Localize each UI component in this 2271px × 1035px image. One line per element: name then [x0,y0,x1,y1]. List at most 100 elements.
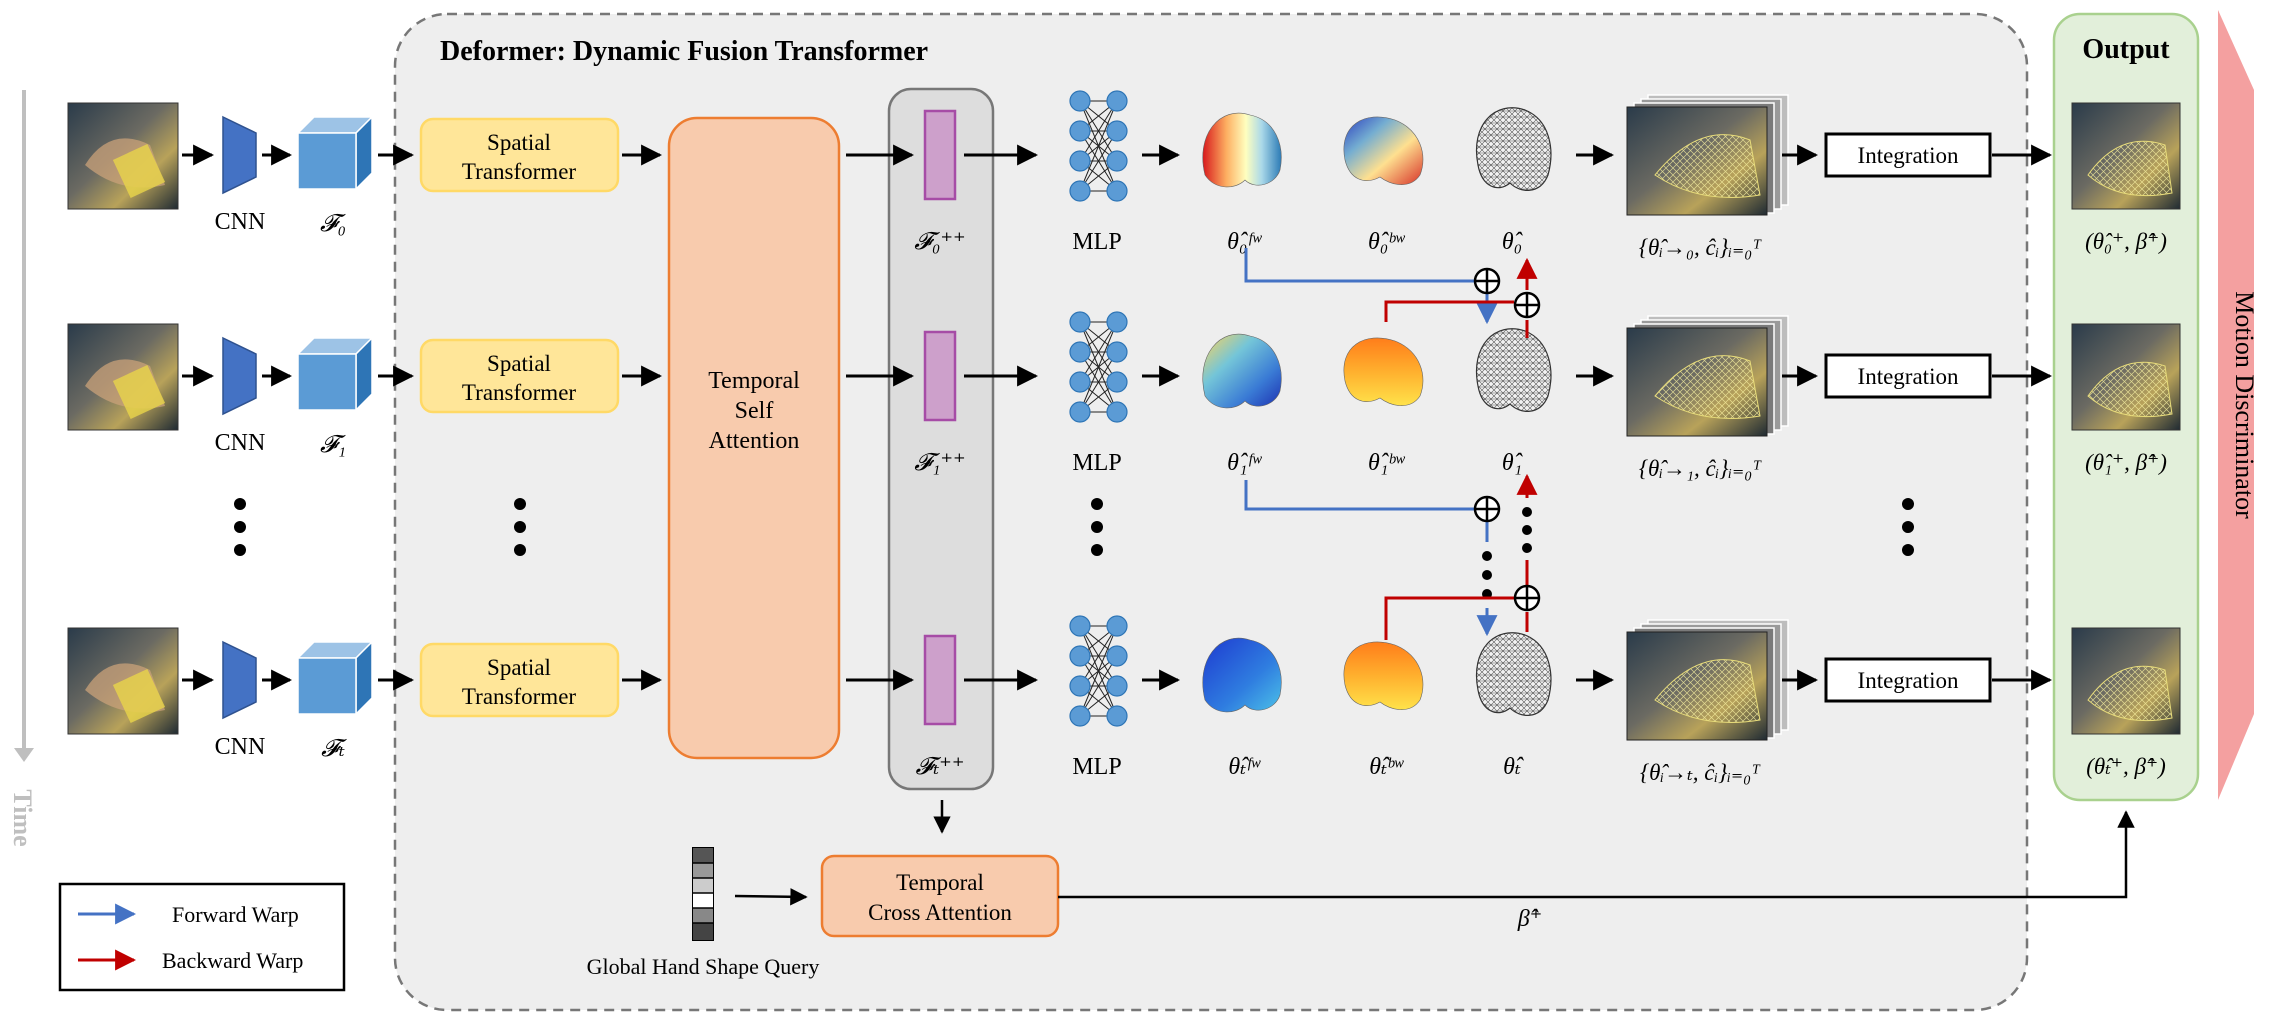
beta-plus-label: β̂⁺ [1517,906,1543,932]
warped-frame-stack [1626,94,1789,216]
temporal-cross-attention-line1: Temporal [896,870,984,895]
warped-set-label: {θ̂ᵢ→₁, ĉᵢ}ᵢ₌₀ᵀ [1639,456,1762,481]
fusion-token [923,634,957,726]
feature-cube-front [297,657,357,715]
fusion-token [923,109,957,201]
mlp-network [1069,90,1128,202]
integration-block [1824,353,1992,399]
output-mesh-overlay [2087,140,2173,197]
spatial-transformer-line2: Transformer [462,380,576,405]
cnn-encoder [222,336,257,416]
mesh-hand [1476,632,1552,716]
mlp-label: MLP [1072,754,1121,780]
integration-label: Integration [1858,364,1959,389]
backward-warp-label: θ̂ₜᵇʷ [1369,754,1404,780]
temporal-self-attention-line2: Self [735,398,774,424]
motion-discriminator [2218,10,2254,800]
spatial-transformer-block [419,642,620,718]
fusion-token [923,330,957,422]
backward-warp-heatmap-hand [1343,116,1424,185]
mlp-network [1069,615,1128,727]
temporal-self-attention-line3: Attention [709,428,800,454]
spatial-transformer-line1: Spatial [487,130,551,155]
object-shape [112,668,166,724]
backward-warp-heatmap-hand [1343,641,1424,710]
object-shape [112,364,166,420]
query-to-cross-attention-arrow [734,888,808,906]
warped-set-label: {θ̂ᵢ→ₜ, ĉᵢ}ᵢ₌₀ᵀ [1640,760,1761,785]
beta-to-output-arrow [1058,810,2135,899]
spatial-transformer-block [419,117,620,193]
integration-label: Integration [1858,143,1959,168]
output-mesh-overlay [2087,361,2173,418]
feature-label: 𝓕₁ [320,432,346,458]
temporal-self-attention-block [667,116,841,760]
time-label: Time [8,789,37,846]
forward-warp-link [1244,480,1487,511]
mlp-label: MLP [1072,229,1121,255]
warp-connections [1244,248,1541,640]
mesh-hand [1476,328,1552,412]
feature-cube-front [297,132,357,190]
fusion-token-column [887,87,995,791]
legend-backward-label: Backward Warp [162,948,303,973]
temporal-self-attention-line1: Temporal [708,368,800,394]
spatial-transformer-line2: Transformer [462,159,576,184]
global-hand-shape-query-label: Global Hand Shape Query [587,954,820,979]
forward-warp-heatmap-hand [1202,112,1282,188]
global-hand-shape-query-tokens [692,847,714,941]
output-pose-label: (θ̂ₜ⁺, β̂⁺) [2086,754,2166,779]
temporal-cross-attention-line2: Cross Attention [868,900,1012,925]
mlp-network [1069,311,1128,423]
time-axis-arrowhead [14,748,34,762]
feature-cube-front [297,353,357,411]
warped-set-label: {θ̂ᵢ→₀, ĉᵢ}ᵢ₌₀ᵀ [1639,235,1762,260]
output-pose-label: (θ̂₁⁺, β̂⁺) [2085,450,2167,475]
cnn-encoder [222,640,257,720]
forward-warp-label: θ̂₁ᶠʷ [1227,450,1262,476]
mesh-label: θ̂ₜ [1503,754,1524,780]
feature-label: 𝓕₀ [320,211,346,237]
spatial-transformer-line1: Spatial [487,351,551,376]
spatial-transformer-block [419,338,620,414]
forward-warp-label: θ̂ₜᶠʷ [1228,754,1261,780]
output-pose-label: (θ̂₀⁺, β̂⁺) [2085,229,2167,254]
warped-frame-stack [1626,619,1789,741]
backward-warp-label: θ̂₁ᵇʷ [1368,450,1406,476]
forward-warp-link [1244,248,1487,283]
legend-box [58,882,346,992]
object-shape [112,143,166,199]
fusion-token-label: 𝓕₀⁺⁺ [914,229,965,255]
forward-warp-heatmap-hand [1202,637,1282,713]
ellipsis-dots [234,498,1914,556]
deformer-title: Deformer: Dynamic Fusion Transformer [440,36,928,67]
cnn-label: CNN [215,209,266,235]
fusion-token-label: 𝓕₁⁺⁺ [914,450,965,476]
backward-warp-link [1384,596,1514,640]
output-title: Output [2082,34,2170,65]
integration-block [1824,657,1992,703]
mesh-label: θ̂₁ [1502,450,1523,476]
mlp-label: MLP [1072,450,1121,476]
mesh-label: θ̂₀ [1502,229,1523,255]
warped-frame-stack [1626,315,1789,437]
integration-block [1824,132,1992,178]
backward-warp-heatmap-hand [1343,337,1424,406]
backward-warp-link [1384,300,1514,322]
legend-forward-label: Forward Warp [172,902,299,927]
cnn-label: CNN [215,734,266,760]
cnn-label: CNN [215,430,266,456]
output-mesh-overlay [2087,665,2173,722]
backward-warp-label: θ̂₀ᵇʷ [1368,229,1406,255]
fusion-token-label: 𝓕ₜ⁺⁺ [916,754,965,780]
mesh-hand [1476,107,1552,191]
feature-label: 𝓕ₜ [321,736,347,762]
spatial-transformer-line2: Transformer [462,684,576,709]
spatial-transformer-line1: Spatial [487,655,551,680]
cnn-encoder [222,115,257,195]
integration-label: Integration [1858,668,1959,693]
